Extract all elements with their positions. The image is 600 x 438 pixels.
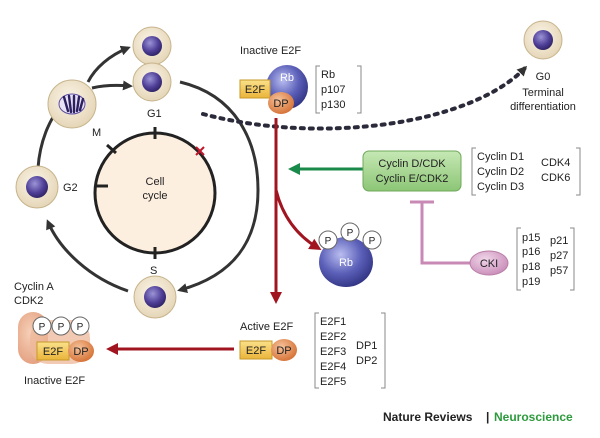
cell-g0 — [523, 20, 563, 60]
g0-desc-line1: Terminal — [522, 87, 564, 99]
pocket-protein-bracket — [315, 65, 362, 114]
cki-p57: p57 — [550, 265, 568, 277]
phospho-p1: P — [325, 236, 332, 247]
dp1-label: DP1 — [356, 340, 377, 352]
journal-name: Nature Reviews — [383, 410, 473, 424]
dp-label-top: DP — [273, 98, 288, 110]
journal-footer: Nature Reviews | Neuroscience — [383, 410, 573, 424]
cdk2-label: CDK2 — [14, 295, 43, 307]
rb-phosphorylation-arrow — [274, 189, 322, 251]
cki-label: CKI — [480, 258, 498, 270]
rb-label-top: Rb — [280, 72, 294, 84]
cyclin-d2-label: Cyclin D2 — [477, 166, 524, 178]
cell-mitosis — [47, 79, 97, 129]
cki-inhibition-line — [420, 203, 475, 265]
cell-cycle-label-line2: cycle — [142, 190, 167, 202]
pocket-protein-p130: p130 — [321, 99, 345, 111]
e2f2-label: E2F2 — [320, 331, 346, 343]
cdk6-label: CDK6 — [541, 172, 570, 184]
inactive-e2f-complex-bottom: Cyclin A CDK2 P P P E2F DP Inactive E2F — [14, 281, 94, 387]
cell-cycle-label-line1: Cell — [146, 176, 165, 188]
dp-label-bottom: DP — [73, 346, 88, 358]
e2f5-label: E2F5 — [320, 376, 346, 388]
e2f3-label: E2F3 — [320, 346, 346, 358]
phospho-p2: P — [347, 228, 354, 239]
cyclin-cdk-complex: Cyclin D/CDK Cyclin E/CDK2 — [362, 150, 462, 192]
phosphorylated-rb: Rb P P P — [318, 222, 382, 287]
active-e2f-title: Active E2F — [240, 321, 293, 333]
cell-s — [133, 275, 177, 319]
cyclin-d3-label: Cyclin D3 — [477, 181, 524, 193]
phase-g2-label: G2 — [63, 182, 78, 194]
phospho-p3: P — [369, 236, 376, 247]
cyclin-a-label: Cyclin A — [14, 281, 54, 293]
cell-cycle-progression-arrows — [36, 45, 260, 293]
cyclin-box-line1: Cyclin D/CDK — [378, 158, 446, 170]
inactive-e2f-title: Inactive E2F — [240, 45, 301, 57]
g0-desc-line2: differentiation — [510, 101, 576, 113]
dp2-label: DP2 — [356, 355, 377, 367]
e2f-label-bottom: E2F — [43, 346, 63, 358]
cki-list-bracket — [516, 227, 575, 291]
phase-m-label: M — [92, 127, 101, 139]
exit-to-g0-arrow — [201, 65, 528, 131]
bottom-phospho-p2: P — [58, 322, 65, 333]
e2f4-label: E2F4 — [320, 361, 346, 373]
cki-p27: p27 — [550, 250, 568, 262]
cki-p16: p16 — [522, 246, 540, 258]
e2f-label-active: E2F — [246, 345, 266, 357]
cyclin-box-line2: Cyclin E/CDK2 — [376, 173, 449, 185]
cki-p19: p19 — [522, 276, 540, 288]
phase-s-label: S — [150, 265, 157, 277]
inactive-e2f-bottom-caption: Inactive E2F — [24, 375, 85, 387]
cki-complex: CKI — [469, 250, 509, 276]
rb-label-phospho: Rb — [339, 257, 353, 269]
pocket-protein-rb: Rb — [321, 69, 335, 81]
dp-label-active: DP — [276, 345, 291, 357]
phase-g1-label: G1 — [147, 108, 162, 120]
bottom-phospho-p1: P — [39, 322, 46, 333]
restriction-point-mark — [195, 146, 205, 156]
journal-separator: | — [486, 410, 489, 424]
e2f-family-bracket — [314, 312, 386, 389]
cell-g1 — [132, 62, 172, 102]
e2f1-label: E2F1 — [320, 316, 346, 328]
cki-p15: p15 — [522, 232, 540, 244]
cell-g2 — [15, 165, 59, 209]
cdk4-label: CDK4 — [541, 157, 570, 169]
cki-p21: p21 — [550, 235, 568, 247]
cki-p18: p18 — [522, 261, 540, 273]
journal-section: Neuroscience — [494, 410, 573, 424]
cell-daughter-top — [132, 26, 172, 66]
cell-cycle-wheel: Cell cycle G1 M G2 S — [63, 108, 217, 277]
cyclin-list-bracket — [471, 147, 581, 196]
bottom-phospho-p3: P — [77, 322, 84, 333]
active-e2f-complex: Active E2F E2F DP — [239, 321, 297, 361]
cyclin-d1-label: Cyclin D1 — [477, 151, 524, 163]
pocket-protein-p107: p107 — [321, 84, 345, 96]
g0-label: G0 — [536, 71, 551, 83]
inactive-e2f-complex-top: Inactive E2F Rb E2F DP Rb p107 p130 — [239, 45, 362, 114]
e2f-label-top: E2F — [245, 84, 265, 96]
